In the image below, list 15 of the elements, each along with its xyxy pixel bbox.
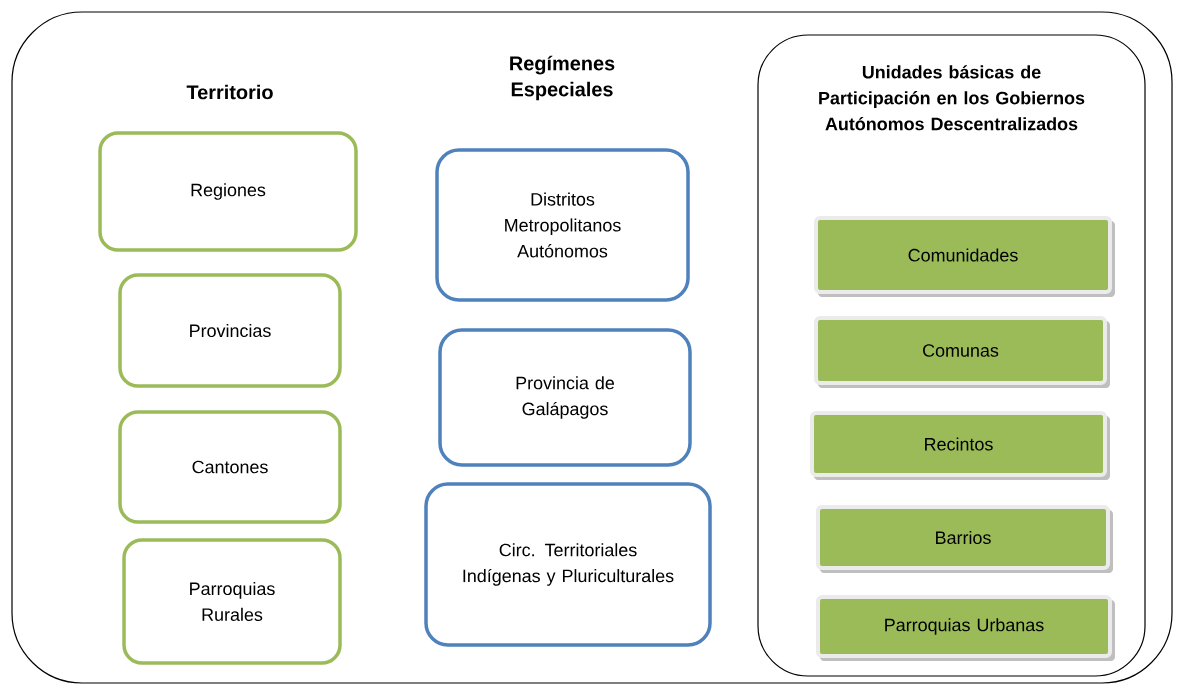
unit-box: Barrios <box>816 505 1113 573</box>
unit-box: Recintos <box>810 411 1110 480</box>
category-box: Circ. Territoriales Indígenas y Pluriculturales <box>424 482 712 647</box>
unit-box: Parroquias Urbanas <box>816 595 1115 661</box>
category-box: Parroquias Rurales <box>122 538 342 665</box>
column-heading: Territorio <box>186 84 273 100</box>
category-box: Provincias <box>118 273 342 388</box>
outer-frame <box>11 11 1173 684</box>
category-box: Distritos Metropolitanos Autónomos <box>435 148 690 302</box>
category-box: Cantones <box>118 410 342 524</box>
category-box: Regiones <box>98 131 358 252</box>
unit-box: Comunidades <box>814 216 1115 297</box>
unit-box: Comunas <box>814 316 1110 388</box>
column-heading: Regímenes Especiales <box>510 55 615 101</box>
category-box: Provincia de Galápagos <box>438 328 692 467</box>
